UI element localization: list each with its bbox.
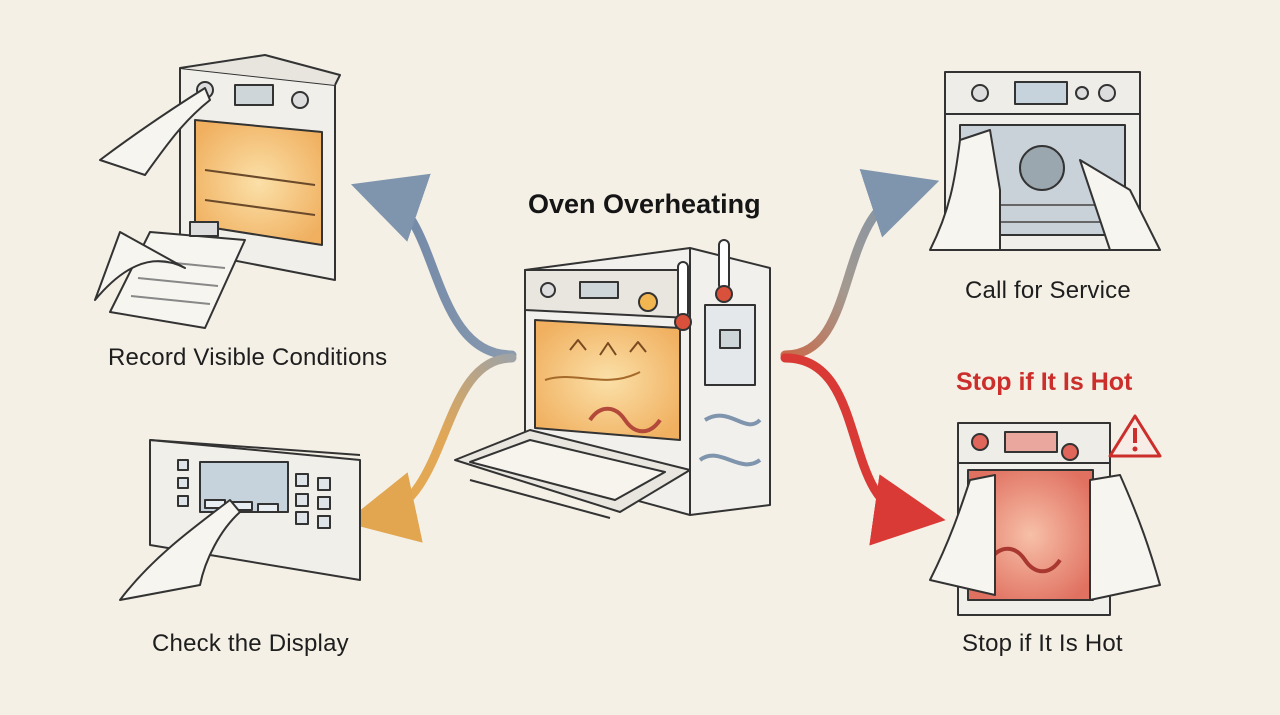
label-call-for-service: Call for Service (965, 277, 1131, 304)
arrow-to-service (780, 169, 940, 360)
arrows (344, 169, 946, 546)
warning-label-stop-if-hot: Stop if It Is Hot (956, 368, 1133, 396)
arrow-to-stop (780, 353, 946, 546)
oven-with-thermometers-icon (454, 239, 771, 519)
control-panel-icon (119, 439, 361, 601)
hot-oven-warning-icon (929, 422, 1161, 616)
label-record-visible-conditions: Record Visible Conditions (108, 344, 388, 371)
oven-and-clipboard-icon (94, 54, 341, 329)
arrow-to-display (344, 353, 517, 543)
label-check-display: Check the Display (152, 630, 349, 657)
warning-triangle-icon (1108, 414, 1162, 458)
hands-on-oven-icon (929, 71, 1161, 251)
diagram-title: Oven Overheating (528, 189, 761, 219)
label-stop-if-hot: Stop if It Is Hot (962, 630, 1123, 657)
arrow-to-record (351, 173, 517, 360)
